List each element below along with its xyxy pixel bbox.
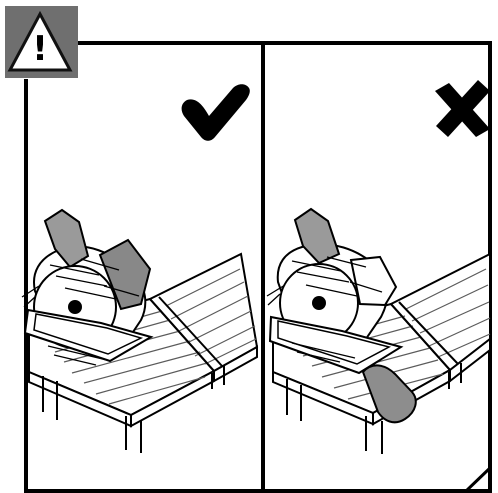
incorrect-panel-illustration [267,209,490,493]
warning-symbol: ! [32,29,48,69]
incorrect-blade-center [312,296,326,310]
warning-badge: ! [5,6,78,78]
cross-icon [435,80,490,137]
correct-panel-illustration [22,210,257,453]
correct-blade-center [68,300,82,314]
checkmark-icon [182,84,250,141]
